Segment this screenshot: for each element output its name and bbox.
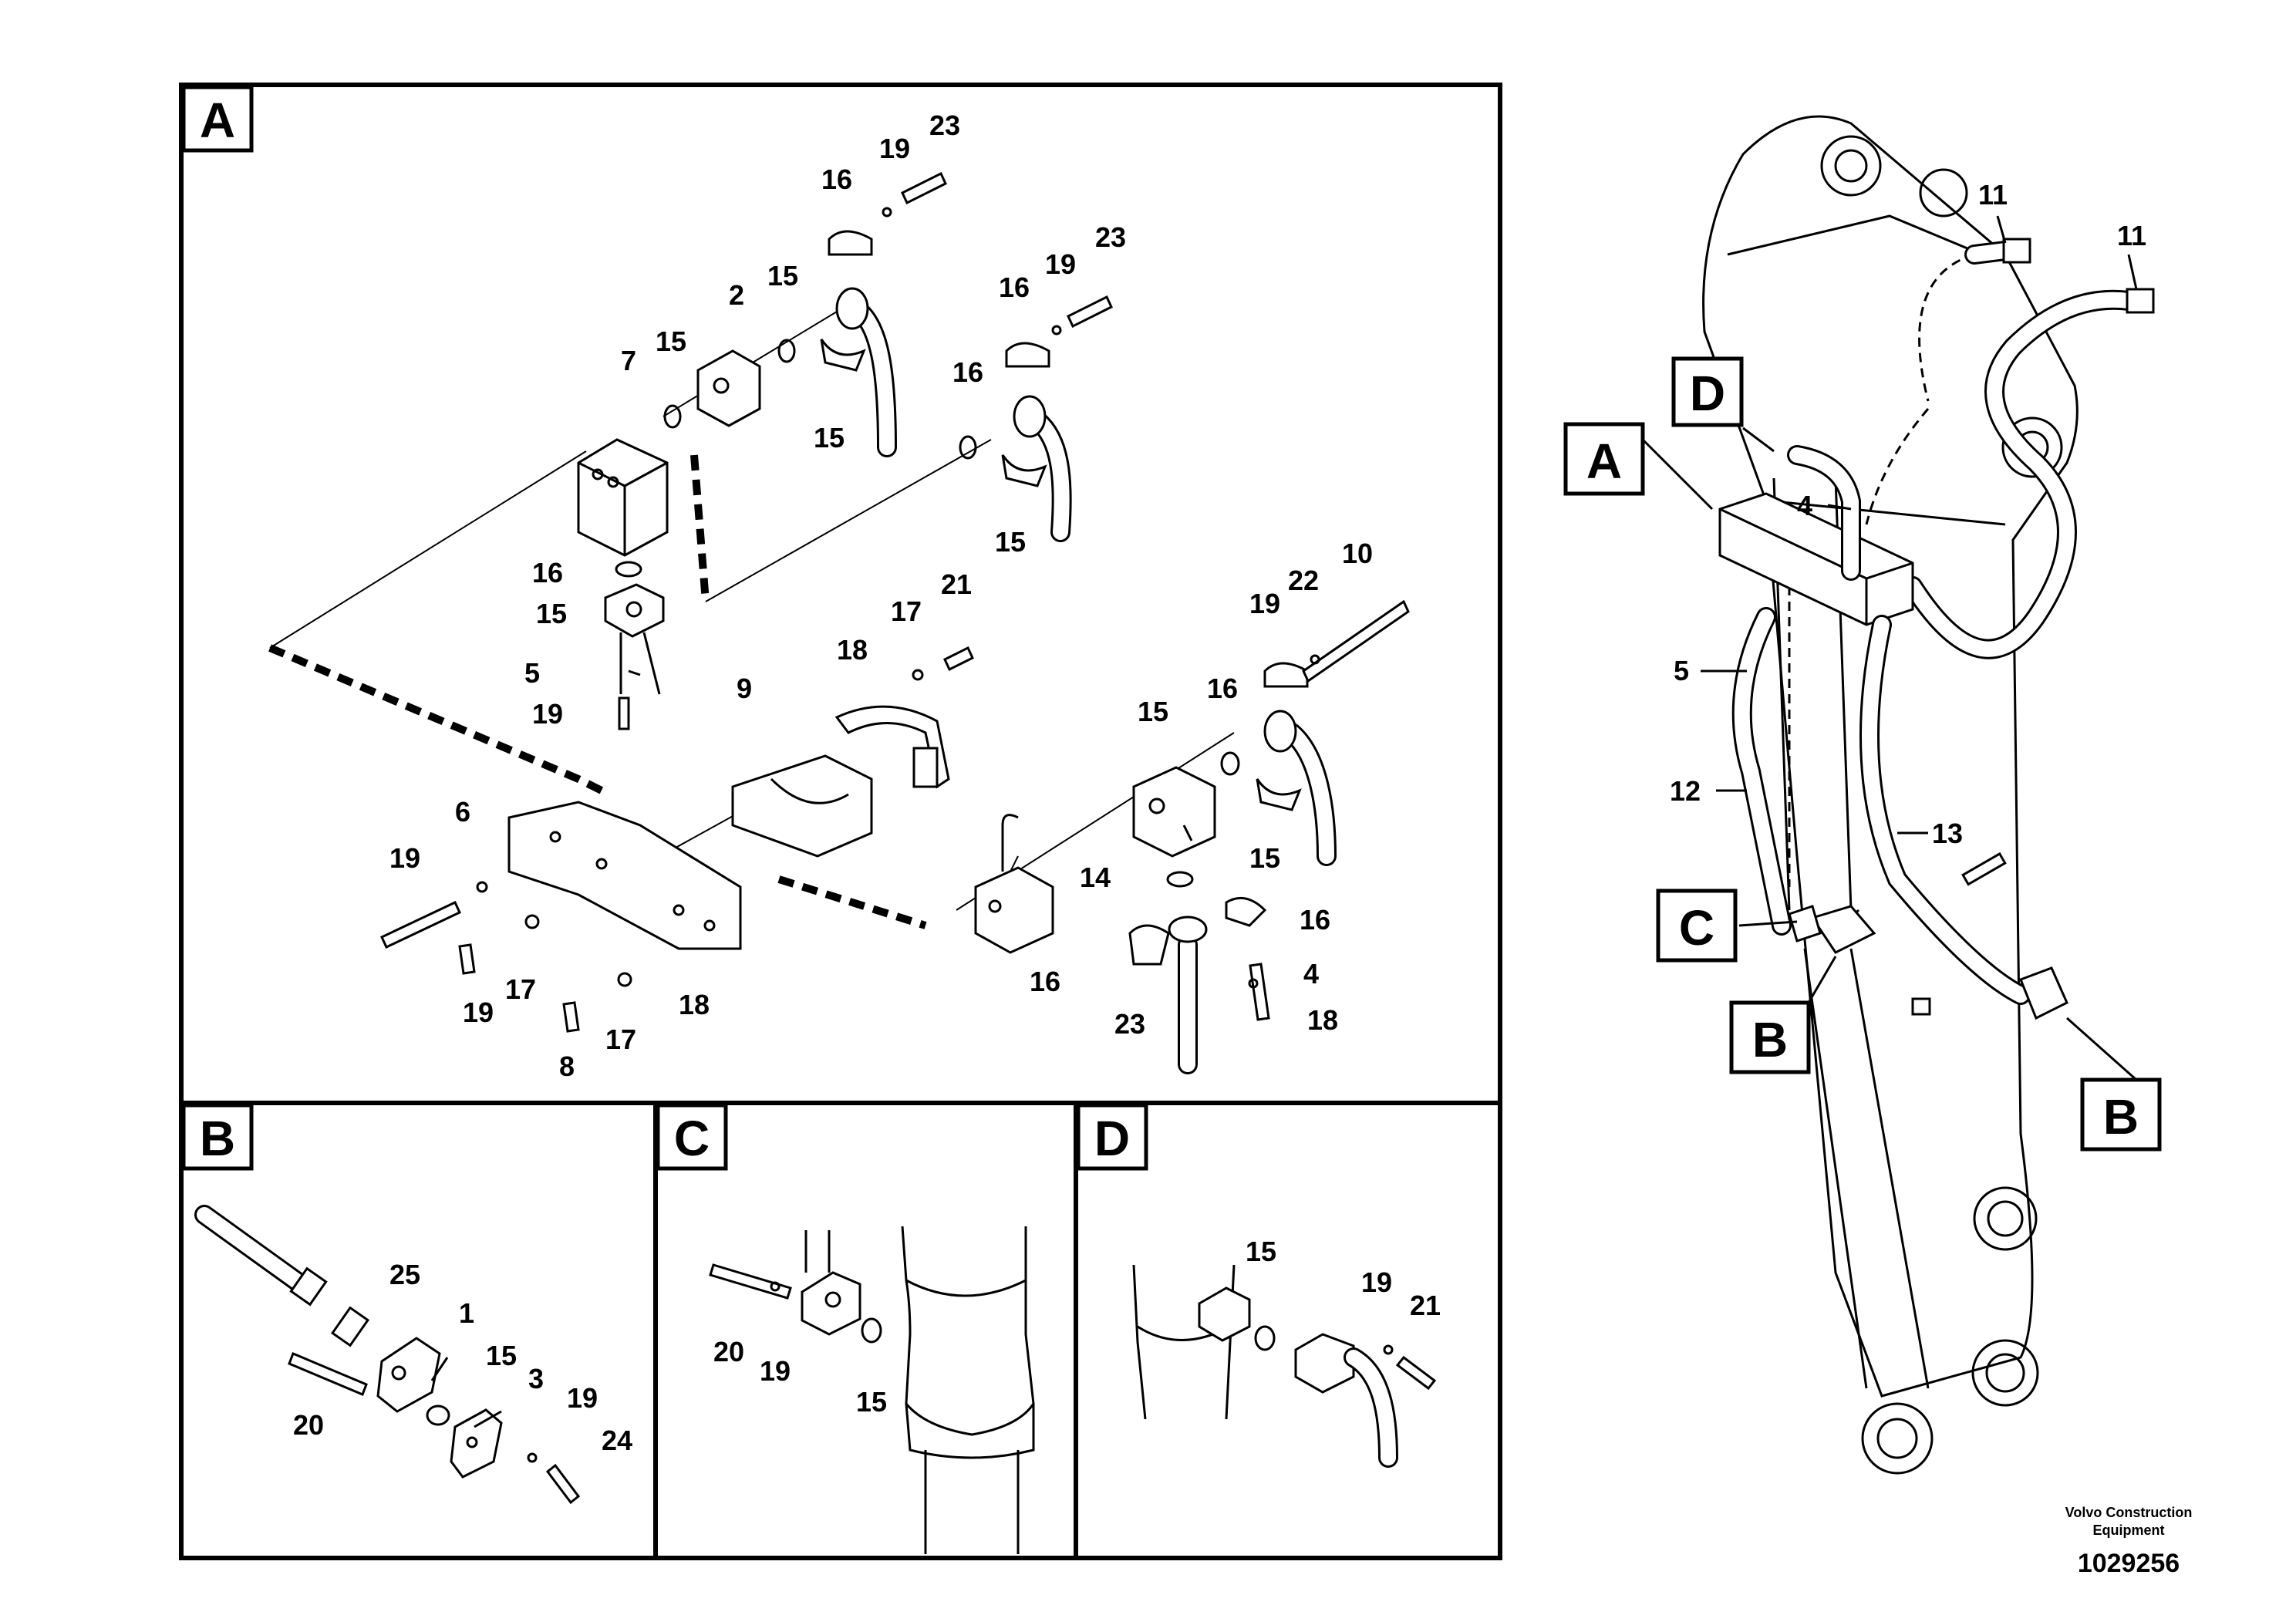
svg-text:B: B bbox=[2103, 1089, 2139, 1145]
callout-a-16d: 15 bbox=[995, 526, 1026, 558]
callout-a-22: 10 bbox=[1342, 538, 1373, 569]
callout-a-19b: 19 bbox=[1045, 248, 1076, 280]
panel-tag-c: C bbox=[656, 1103, 728, 1171]
callout-d-15: 15 bbox=[1246, 1236, 1276, 1267]
panel-c-labels: 20 19 15 bbox=[713, 1336, 887, 1418]
callout-d-19: 19 bbox=[1361, 1266, 1392, 1298]
svg-text:C: C bbox=[1679, 900, 1714, 956]
callout-a-4: 16 bbox=[1030, 966, 1060, 997]
panel-tag-d: D bbox=[1076, 1103, 1148, 1171]
callout-c-20: 20 bbox=[713, 1336, 744, 1367]
callout-b-1: 1 bbox=[459, 1297, 474, 1329]
boom-callout-leaders bbox=[1641, 215, 2138, 1081]
callout-b-19: 19 bbox=[567, 1382, 598, 1414]
callout-a-15c: 16 bbox=[952, 356, 983, 388]
callout-main-5: 5 bbox=[1674, 655, 1689, 686]
panel-frames bbox=[179, 83, 1502, 1560]
callout-a-19f: 4 bbox=[1303, 958, 1319, 990]
callout-a-23b: 23 bbox=[1095, 221, 1126, 253]
svg-text:A: A bbox=[1586, 433, 1622, 489]
panel-c-drawing bbox=[709, 1226, 1035, 1554]
svg-text:D: D bbox=[1094, 1111, 1130, 1166]
callout-a-23c: 18 bbox=[1307, 1004, 1338, 1036]
callout-a-21: 19 bbox=[532, 698, 563, 730]
callout-a-19e: 6 bbox=[455, 796, 470, 828]
callout-a-17c: 8 bbox=[559, 1050, 575, 1082]
callout-b-25: 25 bbox=[389, 1259, 420, 1290]
boom-callout-b-right: B bbox=[2080, 1077, 2162, 1152]
callout-a-19c: 5 bbox=[524, 657, 540, 689]
callout-c-15: 15 bbox=[856, 1386, 887, 1418]
callout-a-15e: 16 bbox=[1207, 673, 1238, 704]
drawing-number: 1029256 bbox=[2078, 1549, 2180, 1578]
panel-a-drawing bbox=[268, 171, 1410, 1074]
callout-main-13: 13 bbox=[1932, 818, 1963, 849]
svg-text:C: C bbox=[674, 1111, 710, 1166]
company-name-line1: Volvo Construction bbox=[2065, 1505, 2193, 1520]
callout-a-16h: 23 bbox=[1114, 1008, 1145, 1040]
panel-b-labels: 25 1 15 3 19 20 24 bbox=[293, 1259, 632, 1456]
callout-a-16f: 15 bbox=[1249, 842, 1280, 874]
callout-a-14: 19 bbox=[389, 842, 420, 874]
callout-b-24: 24 bbox=[602, 1425, 632, 1456]
callout-a-2: 2 bbox=[729, 279, 744, 311]
panel-b-drawing bbox=[194, 1205, 581, 1505]
callout-a-17b: 19 bbox=[463, 996, 494, 1028]
callout-a-16b: 16 bbox=[999, 271, 1030, 303]
callout-main-11b: 11 bbox=[2117, 220, 2146, 251]
callout-a-8: 18 bbox=[679, 989, 710, 1020]
callout-b-20: 20 bbox=[293, 1409, 324, 1441]
callout-a-15f: 14 bbox=[1080, 862, 1111, 893]
callout-a-18c: 17 bbox=[605, 1023, 636, 1055]
panel-tag-b: B bbox=[181, 1103, 254, 1171]
callout-a-7: 7 bbox=[621, 345, 636, 376]
callout-c-19: 19 bbox=[760, 1355, 791, 1387]
callout-a-9: 18 bbox=[837, 634, 868, 666]
callout-main-11a: 11 bbox=[1978, 179, 2008, 211]
callout-a-19a: 19 bbox=[879, 133, 910, 164]
panel-d-labels: 15 19 21 bbox=[1246, 1236, 1441, 1321]
company-name-line2: Equipment bbox=[2093, 1523, 2165, 1538]
callout-d-21: 21 bbox=[1410, 1290, 1441, 1321]
panel-d-drawing bbox=[1132, 1264, 1437, 1468]
svg-text:D: D bbox=[1690, 366, 1725, 421]
footer-block: Volvo Construction Equipment 1029256 bbox=[2065, 1505, 2193, 1578]
svg-text:B: B bbox=[200, 1111, 235, 1166]
callout-main-12: 12 bbox=[1670, 775, 1701, 807]
boom-overview bbox=[1702, 115, 2155, 1475]
callout-a-16c: 15 bbox=[814, 422, 845, 454]
callout-a-19d: 22 bbox=[1288, 565, 1319, 596]
callout-a-18b: 17 bbox=[505, 973, 536, 1005]
callout-main-4: 4 bbox=[1797, 490, 1812, 521]
callout-b-3: 3 bbox=[528, 1363, 544, 1394]
svg-text:B: B bbox=[1752, 1012, 1788, 1067]
callout-a-23a: 23 bbox=[929, 110, 960, 141]
boom-labels: 11 11 4 5 12 13 bbox=[1670, 179, 2146, 849]
panel-a-labels: 23 19 16 23 19 16 15 2 15 7 15 16 15 16 … bbox=[389, 110, 1373, 1082]
callout-b-15: 15 bbox=[486, 1340, 517, 1371]
svg-text:A: A bbox=[200, 93, 235, 148]
callout-a-15b: 15 bbox=[656, 325, 686, 357]
callout-a-17a: 21 bbox=[941, 568, 972, 600]
panel-tag-a: A bbox=[181, 85, 254, 153]
callout-a-16a: 16 bbox=[821, 164, 852, 195]
callout-a-15d: 16 bbox=[532, 557, 563, 588]
callout-a-10: 9 bbox=[737, 673, 752, 704]
boom-callout-d: D bbox=[1671, 356, 1744, 427]
boom-callout-a: A bbox=[1563, 422, 1645, 496]
boom-callout-c: C bbox=[1656, 889, 1738, 963]
callout-a-16e: 19 bbox=[1249, 588, 1280, 619]
boom-callout-b-left: B bbox=[1729, 1000, 1811, 1074]
callout-a-18a: 17 bbox=[891, 595, 922, 627]
callout-a-5: 15 bbox=[536, 598, 567, 629]
callout-a-15a: 15 bbox=[767, 260, 798, 292]
callout-a-16g: 16 bbox=[1300, 904, 1330, 936]
callout-a-6: 15 bbox=[1138, 696, 1168, 727]
